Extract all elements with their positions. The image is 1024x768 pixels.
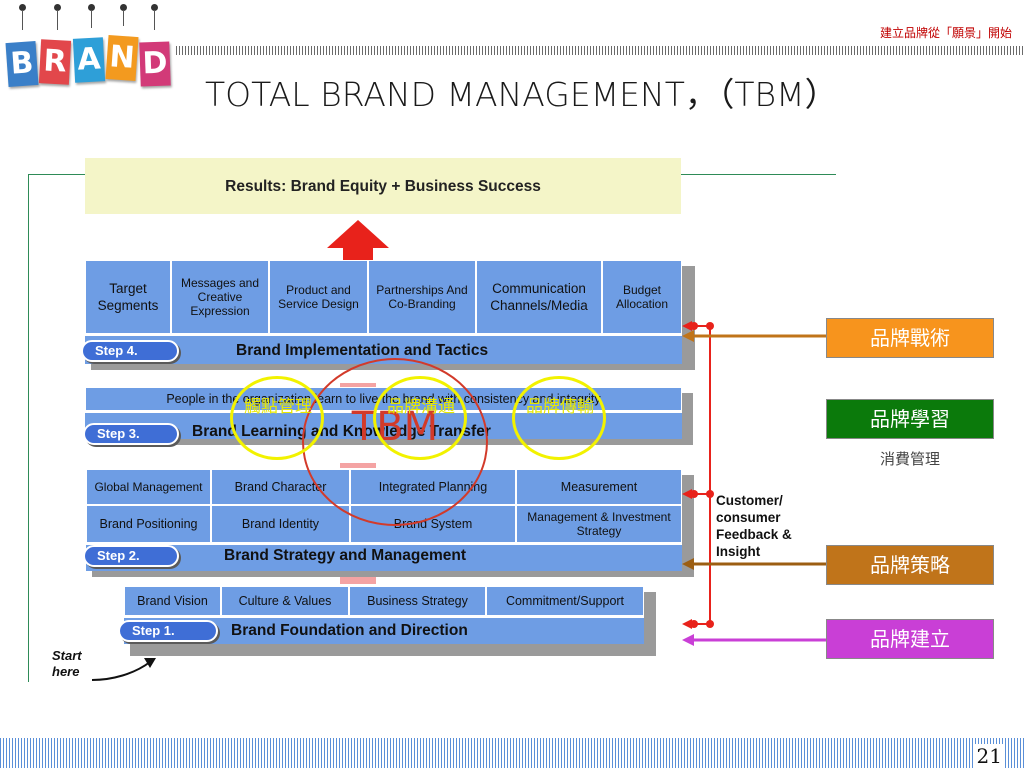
- step4-cell-partnerships: Partnerships And Co-Branding: [368, 260, 476, 334]
- logo-letter-b: B: [5, 41, 39, 87]
- logo-pin: [151, 4, 158, 11]
- step1-pill: Step 1.: [118, 620, 218, 642]
- step3-pill: Step 3.: [83, 423, 179, 445]
- label-foundation: 品牌建立: [826, 619, 994, 659]
- step1-cell-business: Business Strategy: [349, 586, 486, 616]
- feedback-label: Customer/ consumer Feedback & Insight: [716, 493, 792, 559]
- logo-string: [57, 10, 58, 30]
- step1-cell-commitment: Commitment/Support: [486, 586, 644, 616]
- slogan: 建立品牌從「願景」開始: [879, 26, 1012, 40]
- strategy-arrow-icon: [682, 558, 826, 570]
- step1-cell-culture: Culture & Values: [221, 586, 349, 616]
- label-strategy: 品牌策略: [826, 545, 994, 585]
- logo-pin: [54, 4, 61, 11]
- connector-bar: [340, 576, 376, 584]
- foundation-arrow-icon: [682, 634, 826, 646]
- communication-text: 品牌溝通: [387, 397, 455, 417]
- step4-cell-product: Product and Service Design: [269, 260, 368, 334]
- logo-string: [123, 10, 124, 26]
- step4-title: Brand Implementation and Tactics: [236, 342, 489, 359]
- step2-cell-global: Global Management: [86, 469, 211, 505]
- label-learning-sub: 消費管理: [879, 450, 940, 468]
- communication-circle: [373, 376, 467, 460]
- touchpoint-text: 觸點管理: [244, 397, 312, 417]
- step4-cell-messages: Messages and Creative Expression: [171, 260, 269, 334]
- feedback-loop: [682, 321, 714, 629]
- step2-cell-identity: Brand Identity: [211, 505, 350, 543]
- start-here-label: Start here: [52, 648, 82, 679]
- transmission-circle: [512, 376, 606, 460]
- results-box: Results: Brand Equity + Business Success: [85, 158, 681, 214]
- step2-band: [86, 543, 682, 571]
- logo-string: [154, 10, 155, 30]
- step2-cell-measurement: Measurement: [516, 469, 682, 505]
- step2-cell-positioning: Brand Positioning: [86, 505, 211, 543]
- step2-title: Brand Strategy and Management: [224, 547, 467, 564]
- step1-title: Brand Foundation and Direction: [231, 622, 468, 639]
- frame-line-left: [28, 174, 29, 682]
- label-learning: 品牌學習: [826, 399, 994, 439]
- touchpoint-circle: [230, 376, 324, 460]
- logo-letter-d: D: [139, 41, 171, 87]
- step4-cell-target-segments: Target Segments: [85, 260, 171, 334]
- step2-cell-investment: Management & Investment Strategy: [516, 505, 682, 543]
- header-rule: [176, 46, 1024, 55]
- logo-pin: [88, 4, 95, 11]
- step4-pill: Step 4.: [81, 340, 179, 362]
- logo-letter-r: R: [38, 39, 72, 85]
- logo-pin: [19, 4, 26, 11]
- up-arrow-icon: [327, 220, 389, 260]
- footer-bar: [0, 738, 1024, 768]
- step4-cell-budget: Budget Allocation: [602, 260, 682, 334]
- logo-string: [22, 10, 23, 30]
- logo-string: [91, 10, 92, 28]
- step4-cell-communication: Communication Channels/Media: [476, 260, 602, 334]
- tactics-arrow-icon: [682, 330, 826, 342]
- page-number: 21: [974, 744, 1004, 768]
- step2-pill: Step 2.: [83, 545, 179, 567]
- results-text: Results: Brand Equity + Business Success: [225, 178, 541, 195]
- label-tactics: 品牌戰術: [826, 318, 994, 358]
- logo-pin: [120, 4, 127, 11]
- page-title: TOTAL BRAND MANAGEMENT，（TBM）: [205, 75, 838, 114]
- transmission-text: 品牌傳輸: [526, 397, 594, 417]
- step1-cell-vision: Brand Vision: [124, 586, 221, 616]
- logo-letter-n: N: [105, 35, 139, 81]
- tbm-diagram: Results: Brand Equity + Business Success…: [28, 158, 836, 682]
- start-arrow-icon: [91, 658, 156, 681]
- logo-letter-a: A: [72, 37, 106, 83]
